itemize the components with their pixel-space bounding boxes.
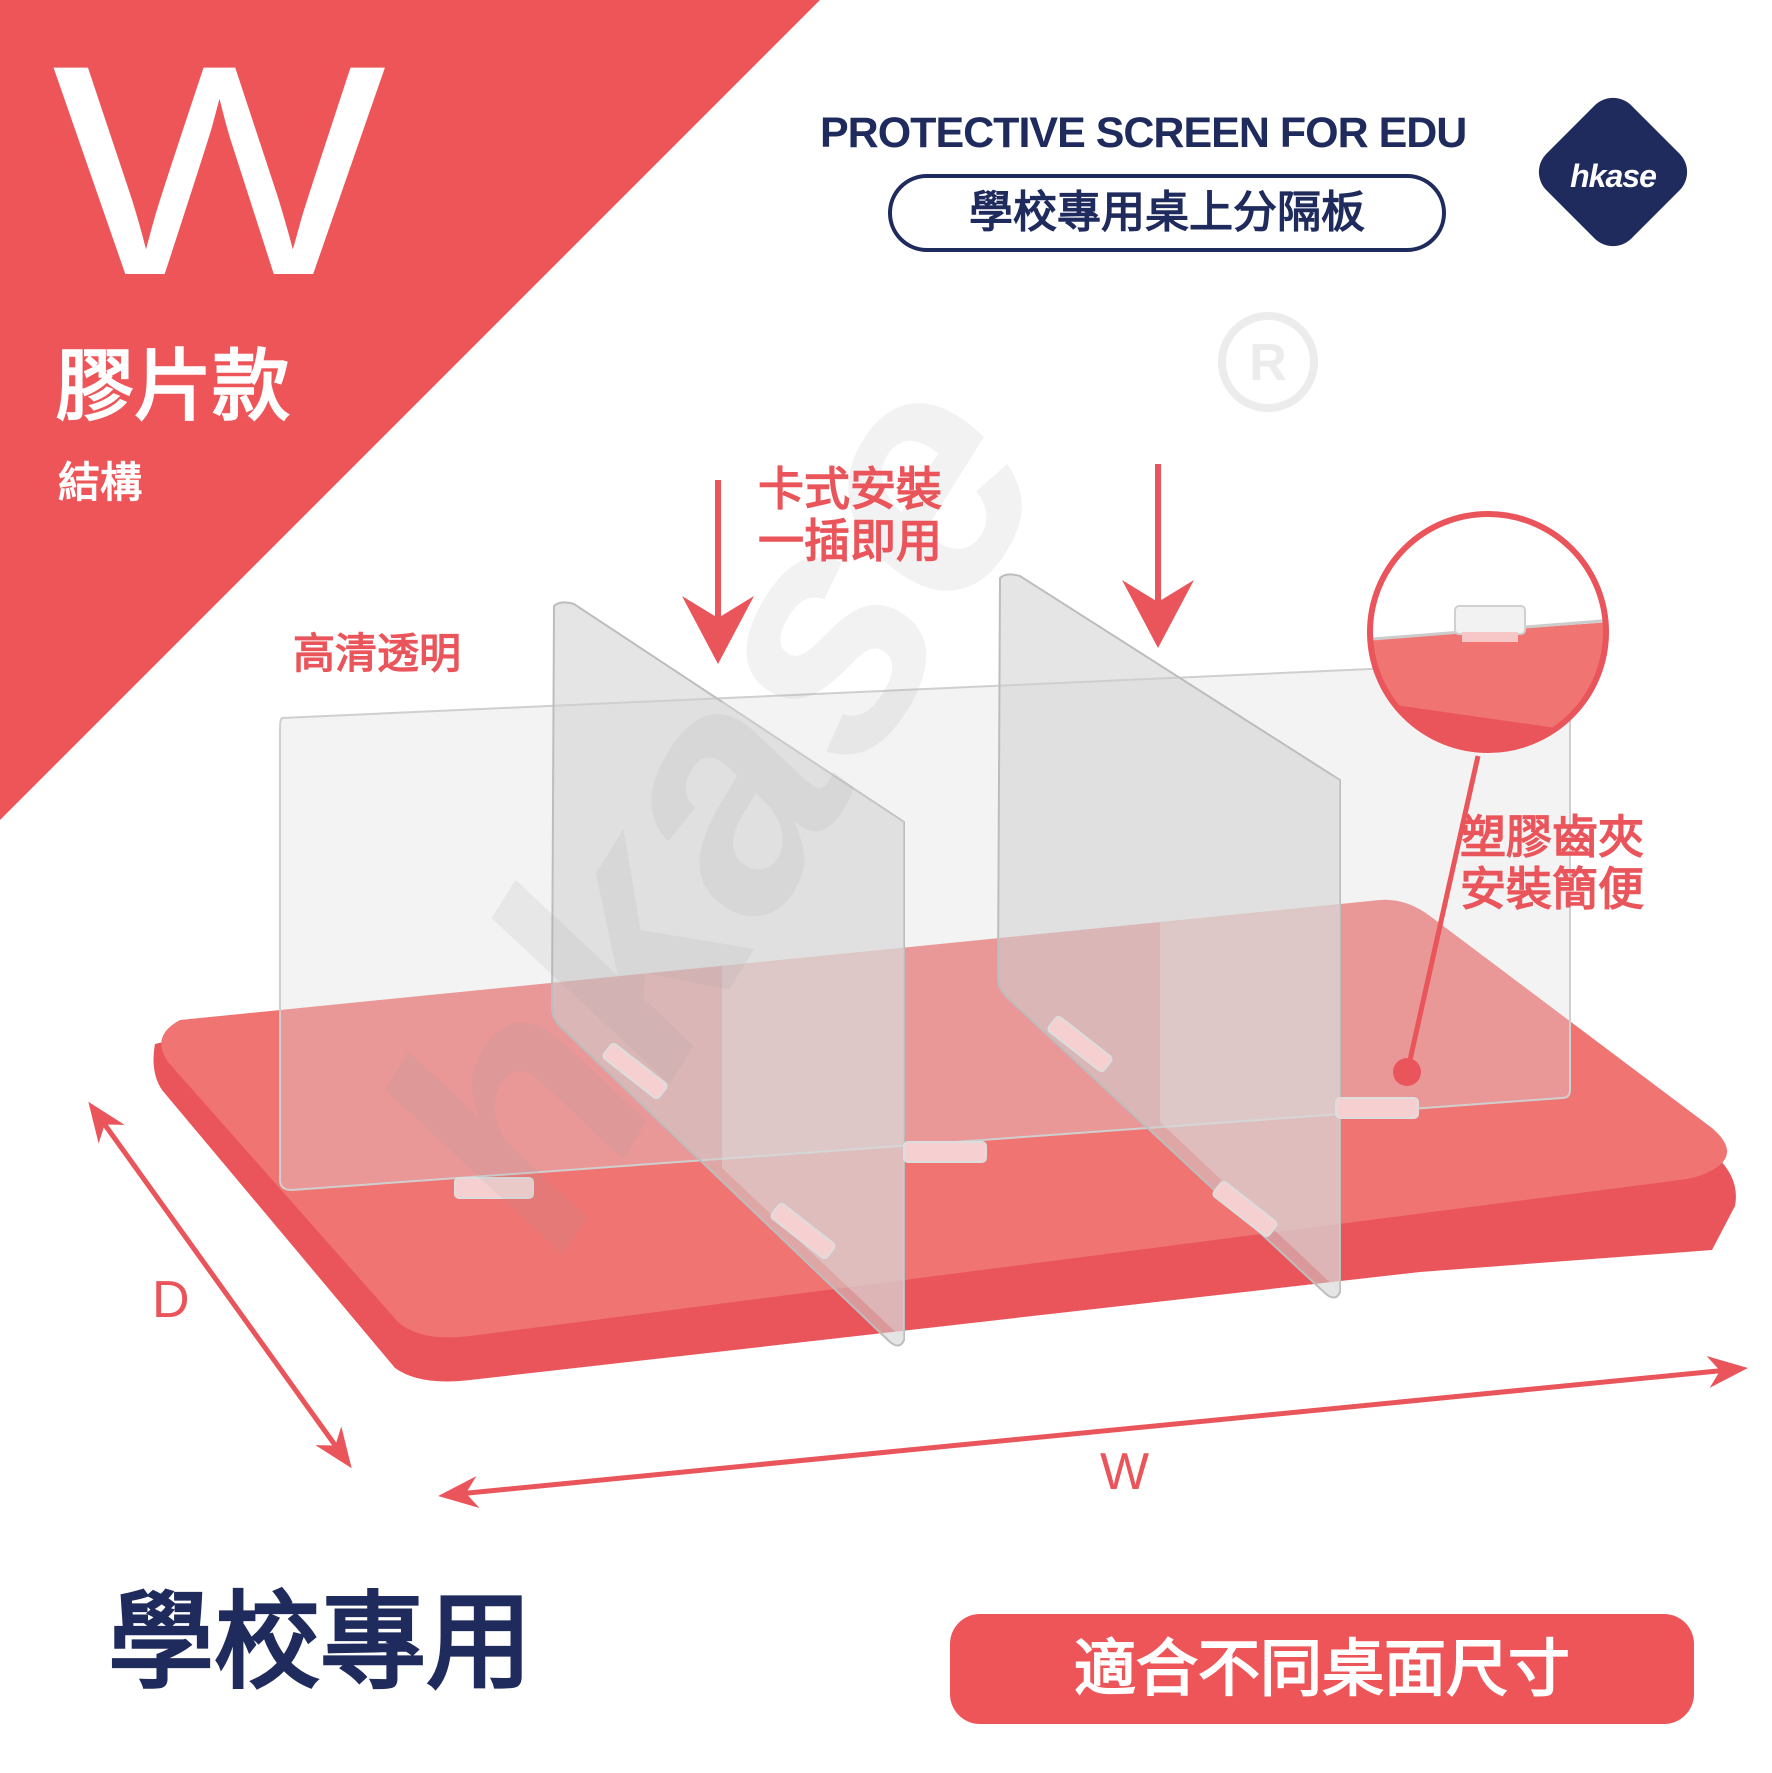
english-heading: PROTECTIVE SCREEN FOR EDU: [820, 109, 1467, 157]
insert-arrow: [1122, 464, 1194, 648]
insert-arrow: [682, 480, 754, 664]
depth-label: D: [152, 1271, 190, 1329]
footer-badge-label: 適合不同桌面尺寸: [1073, 1632, 1570, 1705]
chinese-title-pill: [888, 174, 1446, 252]
install-callout: 卡式安裝 一插即用: [758, 462, 942, 568]
corner-subtitle: 結構: [58, 458, 143, 507]
width-label: W: [1100, 1443, 1150, 1501]
install-line-2: 一插即用: [758, 513, 942, 568]
chinese-title: 學校專用桌上分隔板: [969, 187, 1365, 238]
clip-callout: 塑膠齒夾 安裝簡便: [1460, 810, 1644, 916]
depth-arrow: [88, 1101, 352, 1469]
registered-watermark-icon: [1218, 312, 1318, 412]
logo-text: hkase: [1570, 158, 1657, 194]
install-line-1: 卡式安裝: [758, 462, 942, 516]
diamond-logo-icon: [1538, 97, 1688, 247]
corner-triangle: [0, 0, 820, 820]
clip-line-1: 塑膠齒夾: [1460, 810, 1644, 864]
corner-title: 膠片款: [56, 342, 291, 432]
clip-line-2: 安裝簡便: [1460, 861, 1644, 916]
footer-title: 學校專用: [108, 1581, 532, 1704]
width-arrow: [438, 1356, 1748, 1508]
divider-right: [996, 573, 1341, 1299]
corner-letter: W: [52, 2, 386, 338]
divider-left: [550, 601, 905, 1347]
clip: [454, 1015, 1419, 1260]
footer-badge: [950, 1614, 1694, 1724]
clarity-callout: 高清透明: [293, 629, 462, 678]
svg-text:R: R: [1249, 334, 1287, 392]
